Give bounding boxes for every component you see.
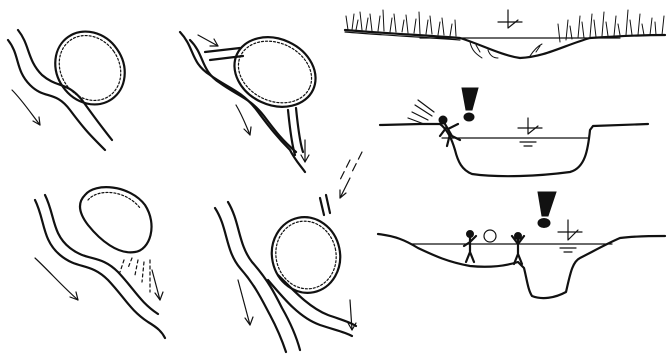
person-icon	[512, 233, 524, 265]
panel-shallow-marsh-section	[345, 10, 665, 58]
water-level-icon	[558, 220, 582, 252]
river-icon	[35, 195, 165, 338]
pipe-icon	[320, 152, 362, 215]
panel-pond-beside-river	[8, 18, 139, 150]
person-icon	[464, 231, 476, 263]
fall-motion-icon	[408, 100, 434, 124]
seepage-icon	[120, 258, 150, 292]
water-level-icon	[518, 118, 542, 146]
ball-icon	[484, 230, 496, 242]
panel-pond-seepage	[35, 187, 165, 338]
pond-icon	[223, 24, 327, 119]
warning-icon	[538, 192, 556, 228]
panel-deep-hole-section	[378, 192, 665, 298]
pond-icon	[80, 187, 151, 252]
pond-icon	[265, 211, 347, 299]
panel-pond-diversion-pipe	[215, 152, 362, 352]
warning-icon	[462, 88, 478, 121]
flow-arrow-icon	[12, 90, 40, 125]
person-icon	[439, 116, 460, 146]
river-icon	[8, 30, 112, 150]
water-level-icon	[498, 10, 522, 28]
panel-steep-pond-section	[380, 88, 648, 176]
flow-arrow-icon	[238, 178, 356, 330]
panel-pond-with-inflow-outflow	[180, 24, 327, 172]
pond-icon	[41, 18, 139, 118]
